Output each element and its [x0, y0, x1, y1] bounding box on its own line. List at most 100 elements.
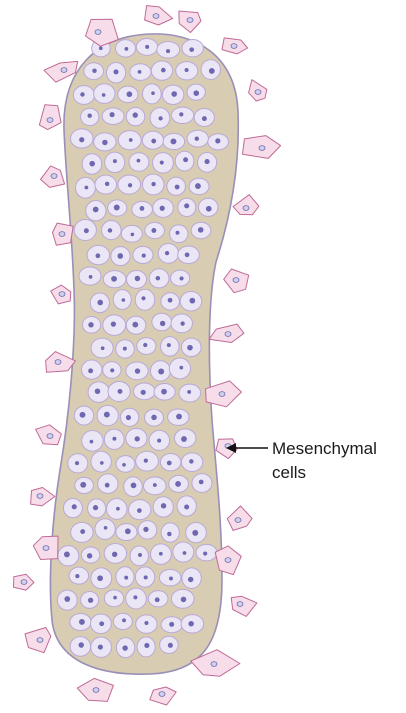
mesenchymal-nucleus — [187, 18, 193, 23]
chondrocyte-nucleus — [176, 414, 182, 420]
chondrocyte-nucleus — [144, 575, 148, 579]
chondrocyte-nucleus — [159, 552, 163, 556]
mesenchymal-nucleus — [59, 232, 65, 237]
chondrocyte-nucleus — [102, 140, 107, 145]
chondrocyte-nucleus — [167, 461, 172, 466]
chondrocyte-nucleus — [151, 415, 157, 421]
chondrocyte-nucleus — [160, 206, 165, 211]
chondrocyte-nucleus — [110, 368, 114, 372]
chondrocyte-nucleus — [167, 343, 171, 347]
chondrocyte-nucleus — [189, 47, 194, 52]
mesenchymal-nucleus — [211, 662, 217, 667]
chondrocyte-nucleus — [179, 366, 183, 370]
chondrocyte-nucleus — [131, 482, 137, 488]
chondrocyte-nucleus — [144, 458, 148, 462]
chondrocyte-nucleus — [125, 528, 131, 534]
chondrocyte-nucleus — [181, 597, 187, 603]
chondrocyte-nucleus — [64, 551, 70, 557]
chondrocyte-nucleus — [158, 369, 164, 375]
mesenchymal-nucleus — [47, 118, 53, 123]
chondrocyte-nucleus — [175, 481, 181, 487]
chondrocyte-nucleus — [122, 463, 126, 467]
chondrocyte-nucleus — [138, 70, 142, 74]
chondrocyte-nucleus — [64, 596, 70, 602]
chondrocyte-nucleus — [75, 574, 79, 578]
chondrocyte-nucleus — [80, 92, 84, 96]
chondrocyte-nucleus — [169, 577, 173, 581]
chondrocyte-nucleus — [111, 276, 117, 282]
mesenchymal-nucleus — [233, 278, 239, 283]
chondrocyte-nucleus — [135, 368, 140, 373]
mesenchymal-nucleus — [231, 44, 237, 49]
mesenchymal-cell — [231, 596, 257, 616]
chondrocyte-nucleus — [176, 231, 180, 235]
chondrocyte-nucleus — [193, 90, 199, 96]
chondrocyte-nucleus — [185, 252, 190, 257]
chondrocyte-nucleus — [80, 529, 85, 534]
chondrocyte-nucleus — [143, 343, 147, 347]
chondrocyte-nucleus — [168, 643, 173, 648]
mesenchymal-nucleus — [61, 68, 67, 73]
chondrocyte-nucleus — [180, 321, 184, 325]
chondrocyte-nucleus — [169, 622, 174, 627]
chondrocyte-nucleus — [123, 347, 127, 351]
chondrocyte-nucleus — [112, 437, 116, 441]
chondrocyte-nucleus — [124, 576, 128, 580]
mesenchymal-cell — [39, 105, 61, 130]
mesenchymal-nucleus — [37, 494, 43, 499]
mesenchymal-nucleus — [43, 546, 49, 551]
chondrocyte-nucleus — [111, 322, 116, 327]
mesenchymal-nucleus — [51, 174, 57, 179]
chondrocyte-nucleus — [142, 254, 146, 258]
chondrocyte-nucleus — [145, 45, 149, 49]
chondrocyte-nucleus — [80, 482, 86, 488]
chondrocyte-nucleus — [79, 137, 84, 142]
chondrocyte-nucleus — [135, 276, 141, 282]
chondrocyte-nucleus — [118, 389, 123, 394]
chondrocyte-nucleus — [84, 228, 89, 233]
mesenchymal-nucleus — [255, 90, 261, 95]
annotation-label-line2: cells — [272, 461, 377, 485]
chondrocyte-nucleus — [80, 412, 86, 418]
chondrocyte-nucleus — [102, 93, 106, 97]
chondrocyte-nucleus — [192, 530, 198, 536]
mesenchymal-nucleus — [259, 146, 265, 151]
mesenchymal-cell — [233, 195, 259, 215]
chondrocyte-nucleus — [151, 91, 155, 95]
chondrocyte-nucleus — [128, 183, 132, 187]
chondrocyte-nucleus — [95, 388, 101, 394]
mesenchymal-nucleus — [237, 602, 243, 607]
chondrocyte-nucleus — [179, 112, 183, 116]
chondrocyte-nucleus — [89, 161, 95, 167]
chondrocyte-nucleus — [113, 159, 117, 163]
mesenchymal-nucleus — [37, 638, 43, 643]
chondrocyte-nucleus — [151, 228, 156, 233]
chondrocyte-nucleus — [135, 436, 140, 441]
chondrocyte-nucleus — [184, 68, 188, 72]
chondrocyte-nucleus — [133, 595, 137, 599]
mesenchymal-nucleus — [225, 558, 231, 563]
mesenchymal-nucleus — [235, 518, 241, 523]
chondrocyte-nucleus — [92, 69, 96, 73]
mesenchymal-nucleus — [95, 30, 101, 35]
chondrocyte-nucleus — [179, 276, 183, 280]
chondrocyte-nucleus — [98, 644, 103, 649]
chondrocyte-nucleus — [88, 322, 93, 327]
chondrocyte-nucleus — [114, 205, 120, 211]
mesenchymal-nucleus — [243, 206, 249, 211]
mesenchymal-nucleus — [225, 332, 231, 337]
chondrocyte-nucleus — [87, 553, 92, 558]
chondrocyte-nucleus — [144, 621, 148, 625]
chondrocyte-nucleus — [75, 461, 79, 465]
chondrocyte-nucleus — [110, 112, 115, 117]
chondrocyte-nucleus — [93, 505, 98, 510]
chondrocyte-nucleus — [158, 116, 162, 120]
chondrocyte-nucleus — [140, 206, 145, 211]
chondrocyte-nucleus — [138, 553, 142, 557]
chondrocyte-nucleus — [89, 275, 93, 279]
chondrocyte-nucleus — [170, 138, 176, 144]
chondrocyte-nucleus — [126, 415, 131, 420]
chondrocyte-nucleus — [127, 91, 133, 97]
chondrocyte-nucleus — [104, 526, 108, 530]
